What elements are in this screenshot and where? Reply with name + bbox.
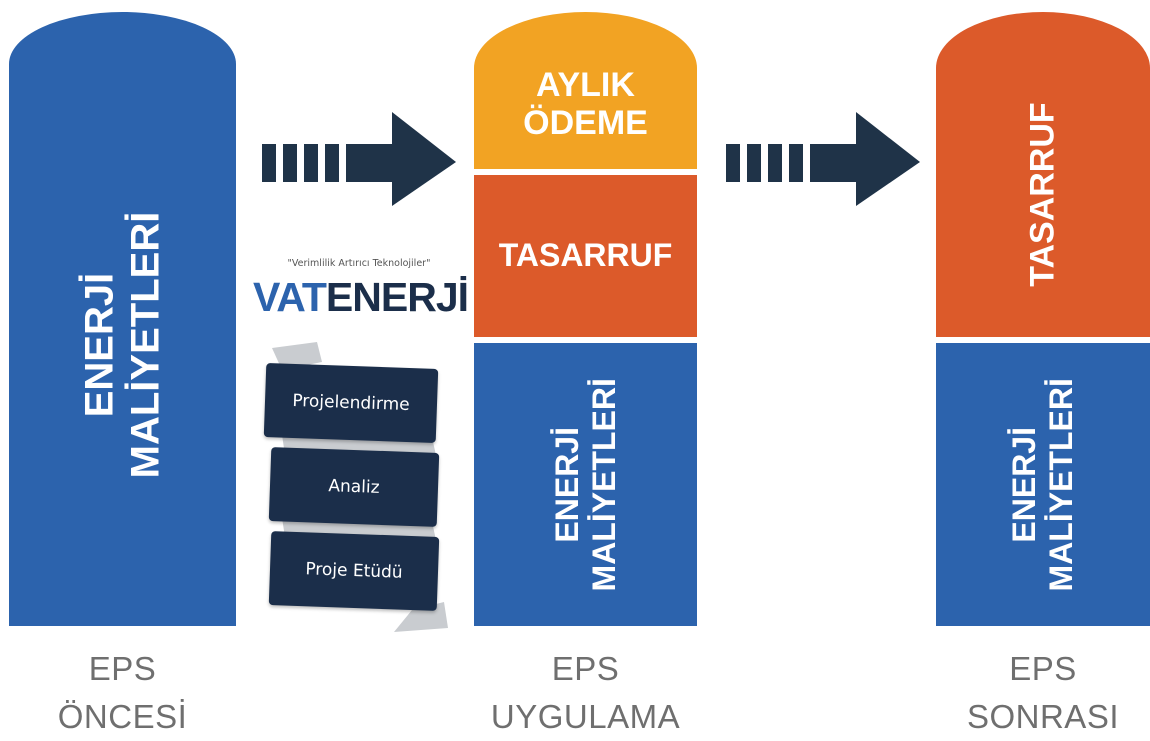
- caption-line-2: SONRASI: [966, 697, 1120, 735]
- logo-enerji: ENERJİ: [325, 274, 469, 320]
- monthly-payment-label: AYLIK ÖDEME: [523, 66, 648, 142]
- caption-line-1: EPS: [88, 650, 157, 687]
- savings-block: TASARRUF: [936, 12, 1150, 337]
- column-before: [9, 12, 236, 626]
- arrow-right-icon: [726, 112, 920, 206]
- caption-after: EPS SONRASI: [936, 645, 1150, 741]
- caption-line-2: ÖNCESİ: [57, 697, 188, 735]
- column-during: AYLIK ÖDEME TASARRUF ENERJİ MALİYETLERİ: [474, 12, 697, 626]
- logo-tagline: "Verimlilik Artırıcı Teknolojiler": [287, 258, 431, 269]
- column-after: TASARRUF ENERJİ MALİYETLERİ: [936, 12, 1150, 626]
- caption-during: EPS UYGULAMA: [474, 645, 697, 741]
- savings-block: TASARRUF: [474, 175, 697, 337]
- company-logo: VATENERJİ: [253, 272, 469, 322]
- monthly-payment-block: AYLIK ÖDEME: [474, 12, 697, 169]
- savings-label: TASARRUF: [1023, 102, 1062, 287]
- step-analiz: Analiz: [268, 447, 440, 527]
- energy-costs-block: ENERJİ MALİYETLERİ: [474, 343, 697, 626]
- step-proje-etudu: Proje Etüdü: [268, 531, 440, 611]
- caption-line-2: UYGULAMA: [490, 697, 681, 735]
- caption-line-1: EPS: [551, 650, 620, 687]
- energy-costs-label: ENERJİ MALİYETLERİ: [77, 211, 168, 479]
- column-before-label-area: ENERJİ MALİYETLERİ: [9, 64, 236, 626]
- energy-costs-label: ENERJİ MALİYETLERİ: [1006, 377, 1079, 592]
- caption-before: EPS ÖNCESİ: [9, 645, 236, 741]
- step-projelendirme: Projelendirme: [263, 363, 439, 443]
- arrow-right-icon: [262, 112, 456, 206]
- energy-costs-label: ENERJİ MALİYETLERİ: [548, 377, 622, 592]
- savings-label: TASARRUF: [498, 237, 673, 274]
- logo-vat: VAT: [253, 274, 327, 320]
- energy-costs-block: ENERJİ MALİYETLERİ: [936, 343, 1150, 626]
- caption-line-1: EPS: [1009, 650, 1077, 687]
